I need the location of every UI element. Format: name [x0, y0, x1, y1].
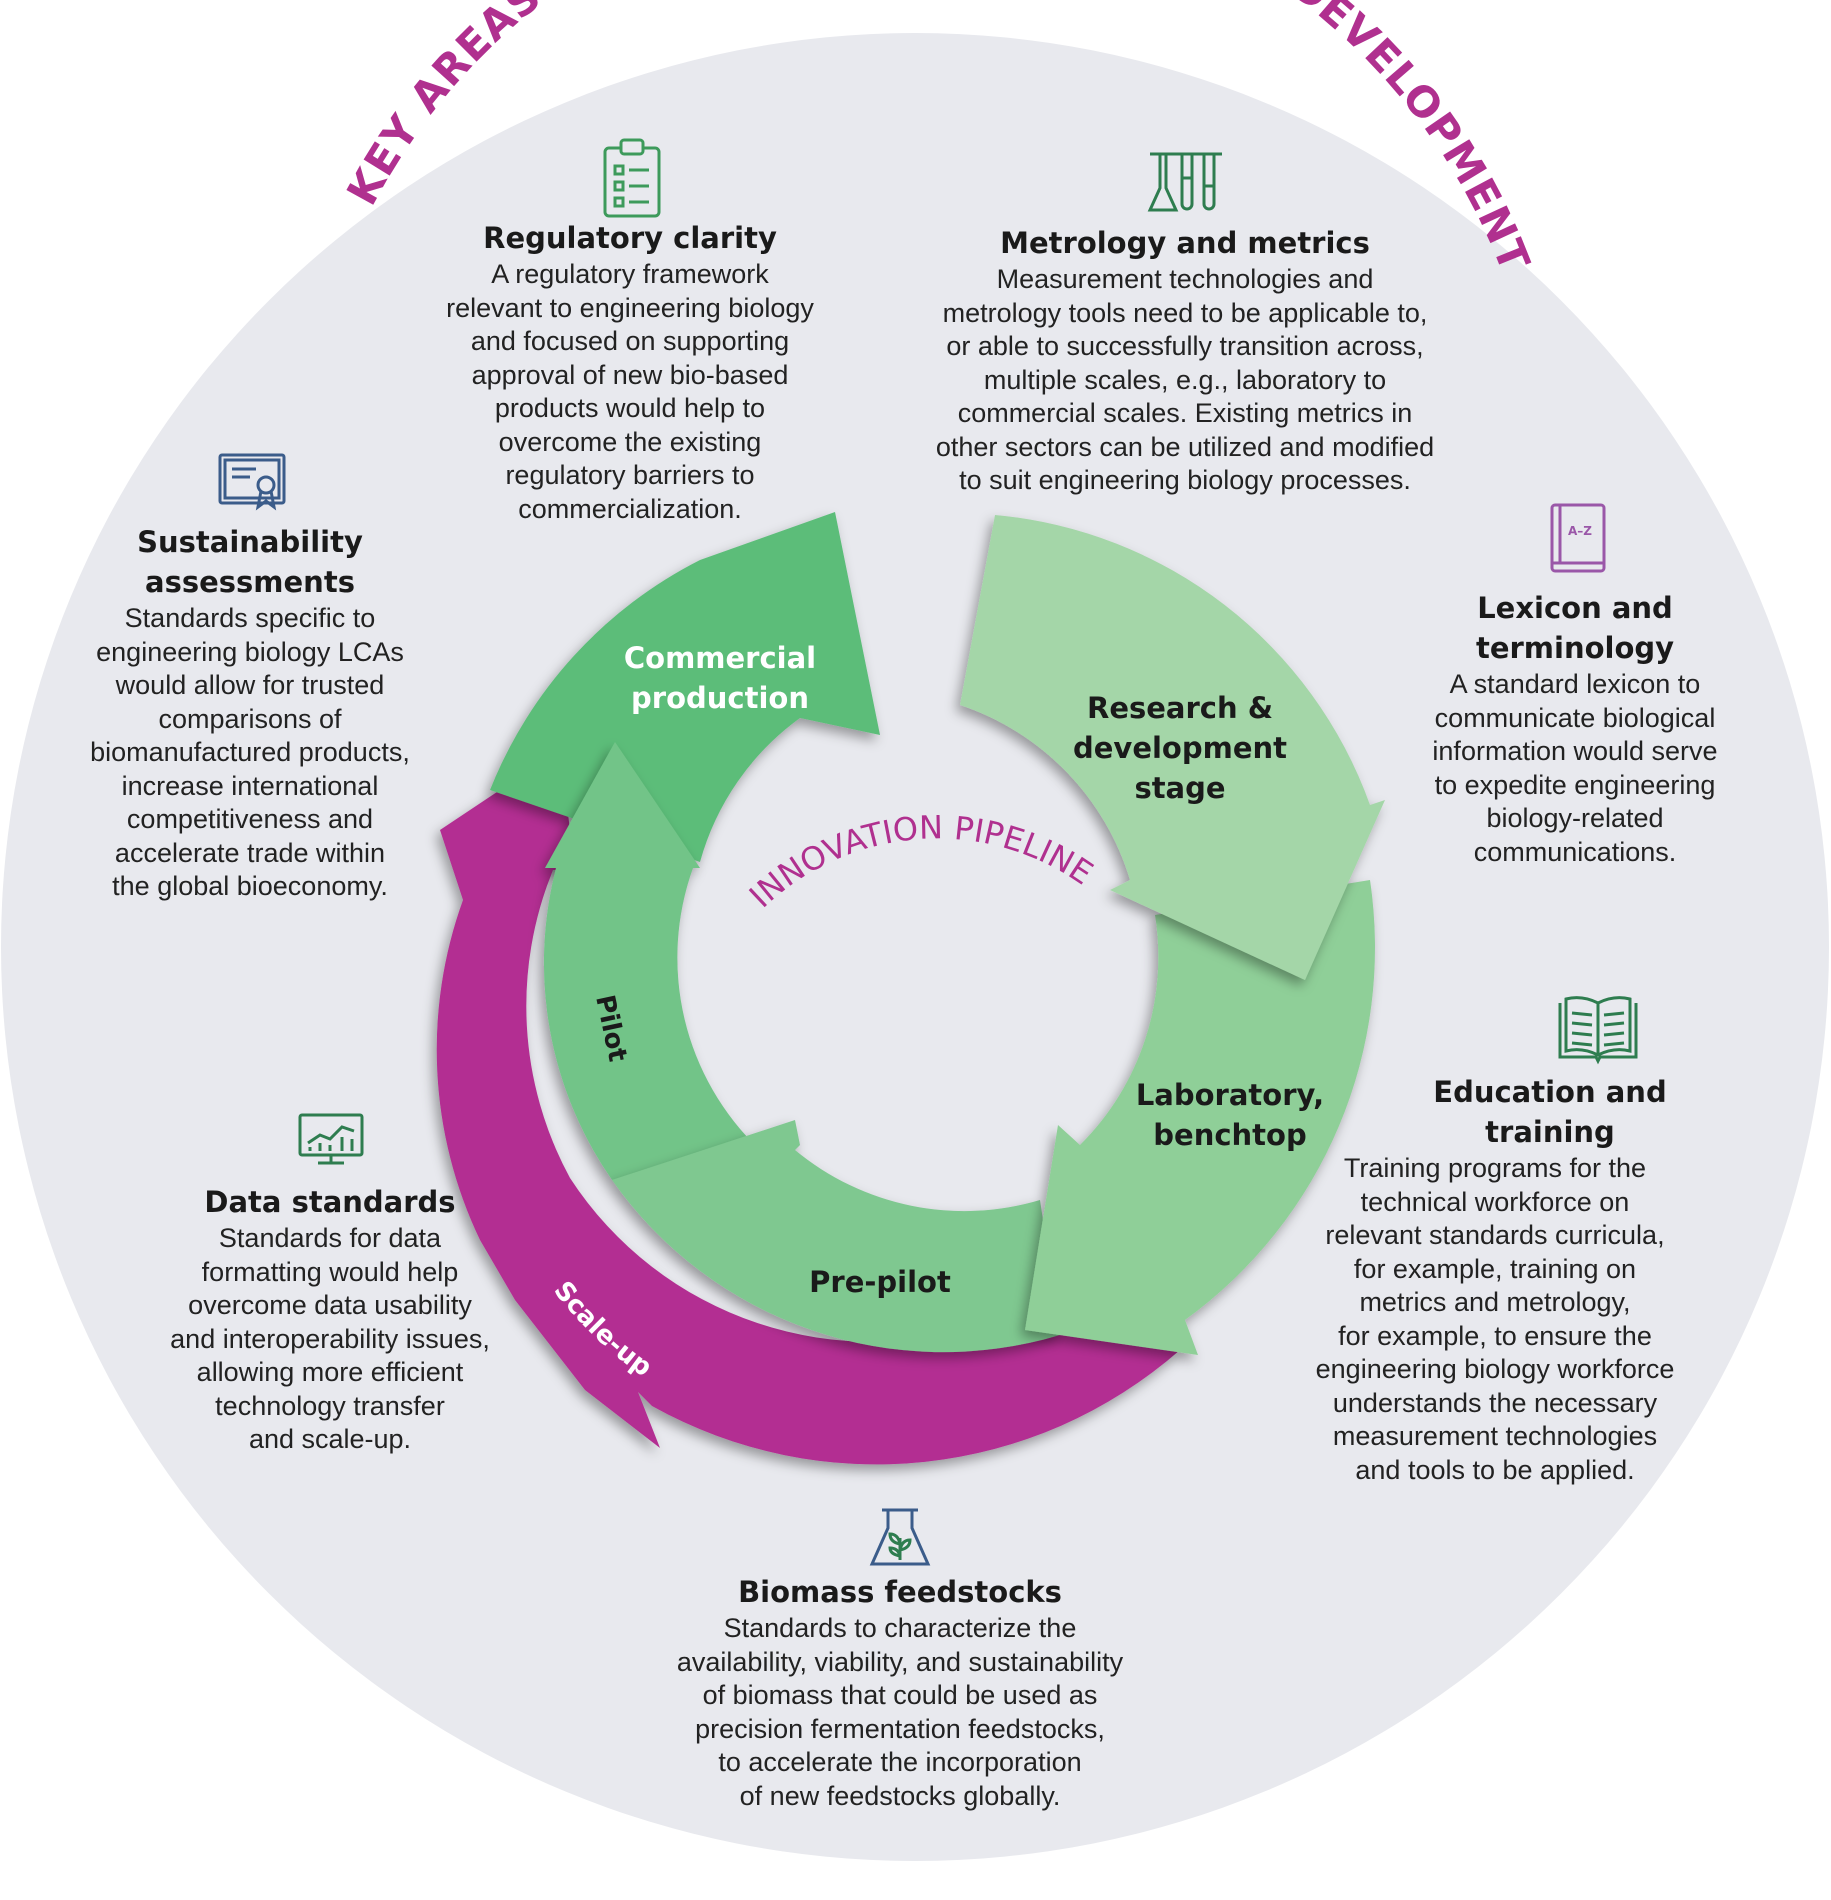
- metrology-block: Metrology and metrics Measurement techno…: [905, 223, 1465, 498]
- biomass-title: Biomass feedstocks: [738, 1575, 1062, 1609]
- sustainability-text: Standards specific to engineering biolog…: [90, 603, 410, 901]
- flask-plant-icon: [869, 1508, 931, 1566]
- lexicon-text: A standard lexicon to communicate biolog…: [1432, 669, 1718, 867]
- lexicon-title: Lexicon and terminology: [1475, 591, 1675, 665]
- education-title: Education and training: [1433, 1075, 1667, 1149]
- pre-pilot-label: Pre-pilot: [809, 1265, 951, 1299]
- open-book-icon: [1558, 996, 1638, 1065]
- data-standards-text: Standards for data formatting would help…: [170, 1223, 490, 1454]
- metrology-title: Metrology and metrics: [1000, 226, 1370, 260]
- regulatory-clarity-text: A regulatory framework relevant to engin…: [446, 259, 814, 524]
- regulatory-clarity-block: Regulatory clarity A regulatory framewor…: [430, 218, 830, 526]
- research-segment: [960, 515, 1385, 980]
- biomass-block: Biomass feedstocks Standards to characte…: [660, 1572, 1140, 1813]
- clipboard-icon: [603, 138, 661, 218]
- sustainability-block: Sustainability assessments Standards spe…: [75, 522, 425, 904]
- education-text: Training programs for the technical work…: [1315, 1153, 1675, 1485]
- biomass-text: Standards to characterize the availabili…: [676, 1613, 1124, 1811]
- pilot-segment: [543, 742, 760, 1180]
- monitor-chart-icon: [298, 1113, 364, 1165]
- a-z-book-icon: A–Z: [1550, 503, 1606, 573]
- laboratory-segment: [1025, 880, 1375, 1355]
- test-tubes-icon: [1147, 152, 1222, 212]
- laboratory-benchtop-label: Laboratory, benchtop: [1135, 1078, 1325, 1152]
- svg-text:A–Z: A–Z: [1568, 524, 1592, 538]
- certificate-icon: [218, 453, 286, 511]
- research-stage-label: Research & development stage: [1072, 691, 1288, 805]
- sustainability-title: Sustainability assessments: [137, 525, 363, 599]
- background-circle: [1, 33, 1829, 1861]
- data-standards-title: Data standards: [204, 1185, 456, 1219]
- lexicon-block: Lexicon and terminology A standard lexic…: [1410, 588, 1740, 869]
- commercial-production-label: Commercial production: [623, 641, 817, 715]
- pre-pilot-segment: [612, 1120, 1060, 1353]
- education-block: Education and training Training programs…: [1295, 1072, 1695, 1487]
- commercial-production-segment: [490, 512, 880, 862]
- metrology-text: Measurement technologies and metrology t…: [935, 264, 1435, 495]
- data-standards-block: Data standards Standards for data format…: [160, 1182, 500, 1457]
- scale-up-arrow: [436, 750, 1180, 1465]
- regulatory-clarity-title: Regulatory clarity: [483, 221, 777, 255]
